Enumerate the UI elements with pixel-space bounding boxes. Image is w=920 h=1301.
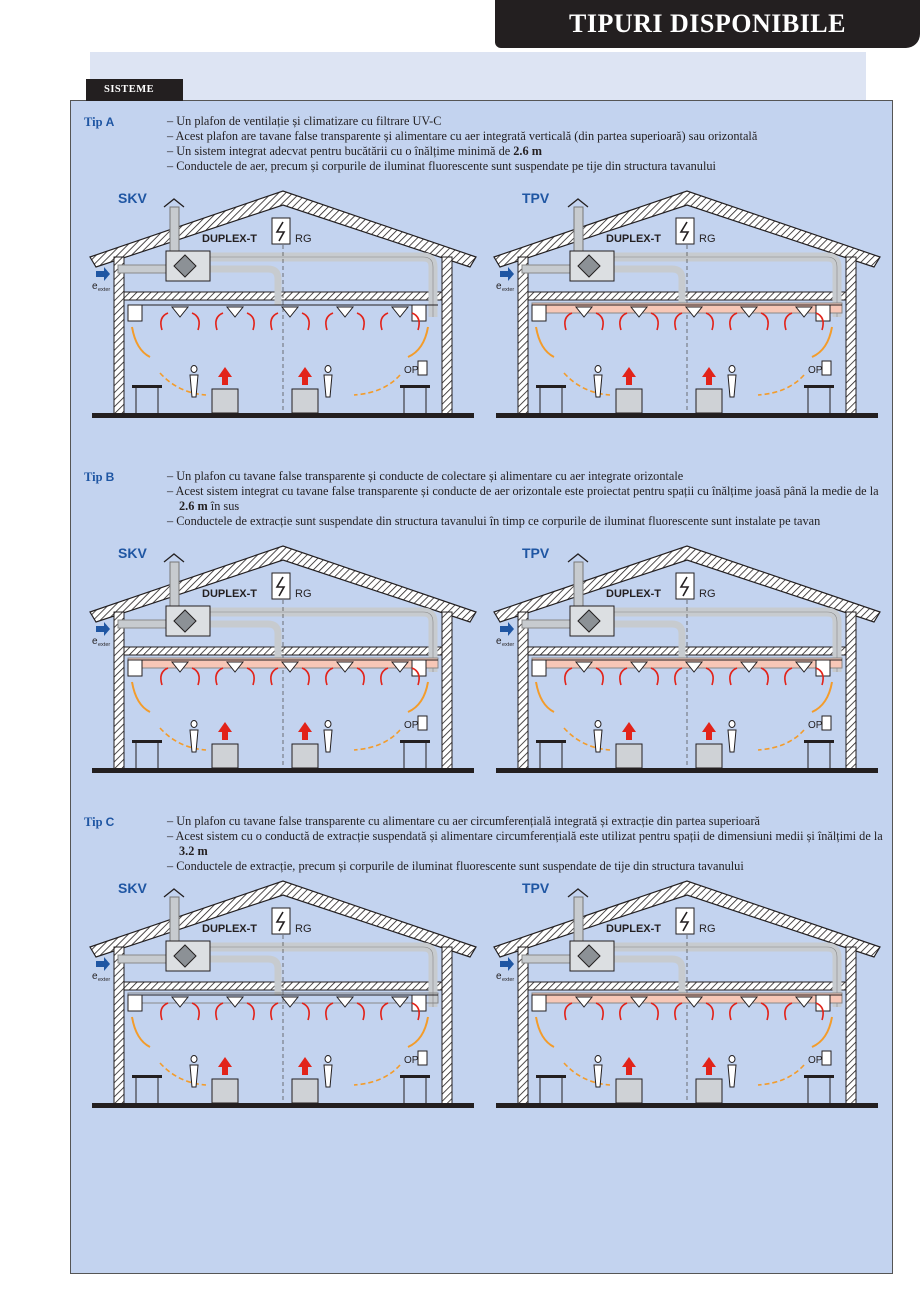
- bullet: – Un plafon de ventilație și climatizare…: [167, 114, 442, 128]
- svg-text:RG: RG: [295, 923, 312, 935]
- skv-label: SKV: [118, 880, 147, 896]
- page-header: TIPURI DISPONIBILE: [495, 0, 920, 48]
- svg-text:RG: RG: [699, 923, 716, 935]
- bullet: – Acest sistem integrat cu tavane false …: [167, 484, 879, 513]
- svg-text:RG: RG: [699, 233, 716, 245]
- svg-text:DUPLEX-T: DUPLEX-T: [202, 233, 257, 245]
- bullet: – Conductele de extracție sunt suspendat…: [167, 514, 821, 528]
- svg-text:e: e: [92, 281, 98, 292]
- bullet: – Acest sistem cu o conductă de extracți…: [167, 829, 883, 858]
- svg-text:exter: exter: [502, 642, 514, 648]
- skv-label: SKV: [118, 190, 147, 206]
- tip-b-bullets: – Un plafon cu tavane false transparente…: [167, 469, 885, 529]
- svg-text:OP: OP: [808, 1055, 823, 1066]
- tip-a-bullets: – Un plafon de ventilație și climatizare…: [167, 114, 885, 174]
- tip-c-bullets: – Un plafon cu tavane false transparente…: [167, 814, 885, 874]
- svg-text:DUPLEX-T: DUPLEX-T: [202, 923, 257, 935]
- svg-text:e: e: [496, 281, 502, 292]
- bullet: – Conductele de extracție, precum și cor…: [167, 859, 744, 873]
- svg-text:exter: exter: [502, 287, 514, 293]
- tip-c-label: Tip C: [84, 815, 115, 829]
- svg-text:e: e: [92, 636, 98, 647]
- svg-text:RG: RG: [295, 588, 312, 600]
- bullet: – Acest plafon are tavane false transpar…: [167, 129, 758, 143]
- svg-text:e: e: [496, 971, 502, 982]
- tip-a-label: Tip A: [84, 115, 115, 129]
- svg-text:OP: OP: [404, 365, 419, 376]
- bullet: – Un plafon cu tavane false transparente…: [167, 469, 684, 483]
- svg-text:OP: OP: [808, 720, 823, 731]
- section-tab: SISTEME: [86, 79, 183, 101]
- skv-label: SKV: [118, 545, 147, 561]
- tpv-label: TPV: [522, 880, 550, 896]
- svg-text:DUPLEX-T: DUPLEX-T: [606, 923, 661, 935]
- svg-text:RG: RG: [699, 588, 716, 600]
- bullet: – Un plafon cu tavane false transparente…: [167, 814, 761, 828]
- svg-text:exter: exter: [98, 287, 110, 293]
- svg-text:e: e: [496, 636, 502, 647]
- svg-text:e: e: [92, 971, 98, 982]
- svg-text:DUPLEX-T: DUPLEX-T: [606, 588, 661, 600]
- svg-text:DUPLEX-T: DUPLEX-T: [202, 588, 257, 600]
- bullet: – Un sistem integrat adecvat pentru bucă…: [167, 144, 542, 158]
- svg-text:exter: exter: [502, 977, 514, 983]
- page-title: TIPURI DISPONIBILE: [568, 9, 846, 38]
- header-band: [90, 52, 866, 100]
- svg-text:OP: OP: [404, 1055, 419, 1066]
- svg-text:DUPLEX-T: DUPLEX-T: [606, 233, 661, 245]
- tpv-label: TPV: [522, 545, 550, 561]
- svg-text:RG: RG: [295, 233, 312, 245]
- tip-b-label: Tip B: [84, 470, 115, 484]
- svg-text:OP: OP: [808, 365, 823, 376]
- svg-text:exter: exter: [98, 642, 110, 648]
- bullet: – Conductele de aer, precum și corpurile…: [167, 159, 716, 173]
- svg-text:OP: OP: [404, 720, 419, 731]
- tpv-label: TPV: [522, 190, 550, 206]
- svg-text:exter: exter: [98, 977, 110, 983]
